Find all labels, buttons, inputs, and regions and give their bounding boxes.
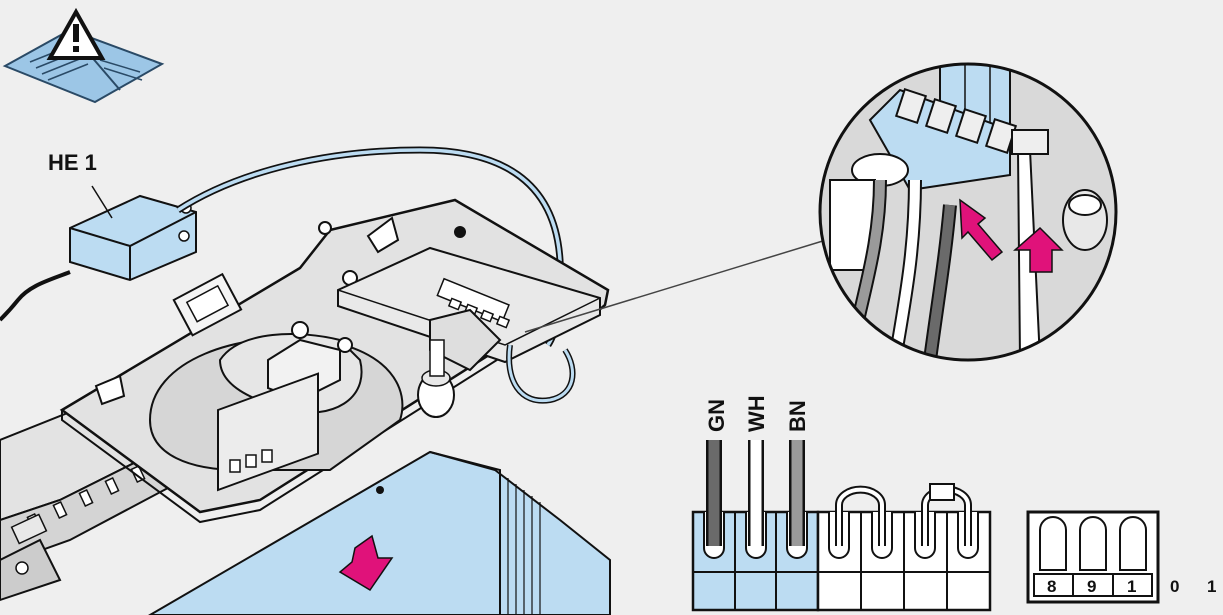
terminal-label-0: 0	[1170, 577, 1179, 596]
wire-label-wh: WH	[744, 395, 769, 432]
motor-housing	[148, 321, 404, 492]
cover-housing	[148, 450, 611, 615]
terminal-label-8: 8	[1047, 577, 1056, 596]
dip-switch-block	[1026, 510, 1160, 604]
terminal-label-9: 9	[1087, 577, 1096, 596]
receiver-label: HE 1	[48, 150, 97, 175]
circuit-board	[337, 246, 601, 418]
warning-manual-icon	[2, 7, 165, 104]
magenta-arrow-icon	[338, 534, 394, 592]
detail-zoom-view	[818, 62, 1118, 362]
jumper-2-sleeve	[929, 483, 955, 501]
wire-label-gn: GN	[704, 399, 729, 432]
terminal-label-1b: 1	[1207, 577, 1216, 596]
terminal-label-1: 1	[1127, 577, 1136, 596]
receiver-power-cord	[0, 270, 71, 322]
wire-label-bn: BN	[785, 400, 810, 432]
detail-leader-line	[524, 239, 827, 333]
receiver-box	[69, 185, 197, 282]
